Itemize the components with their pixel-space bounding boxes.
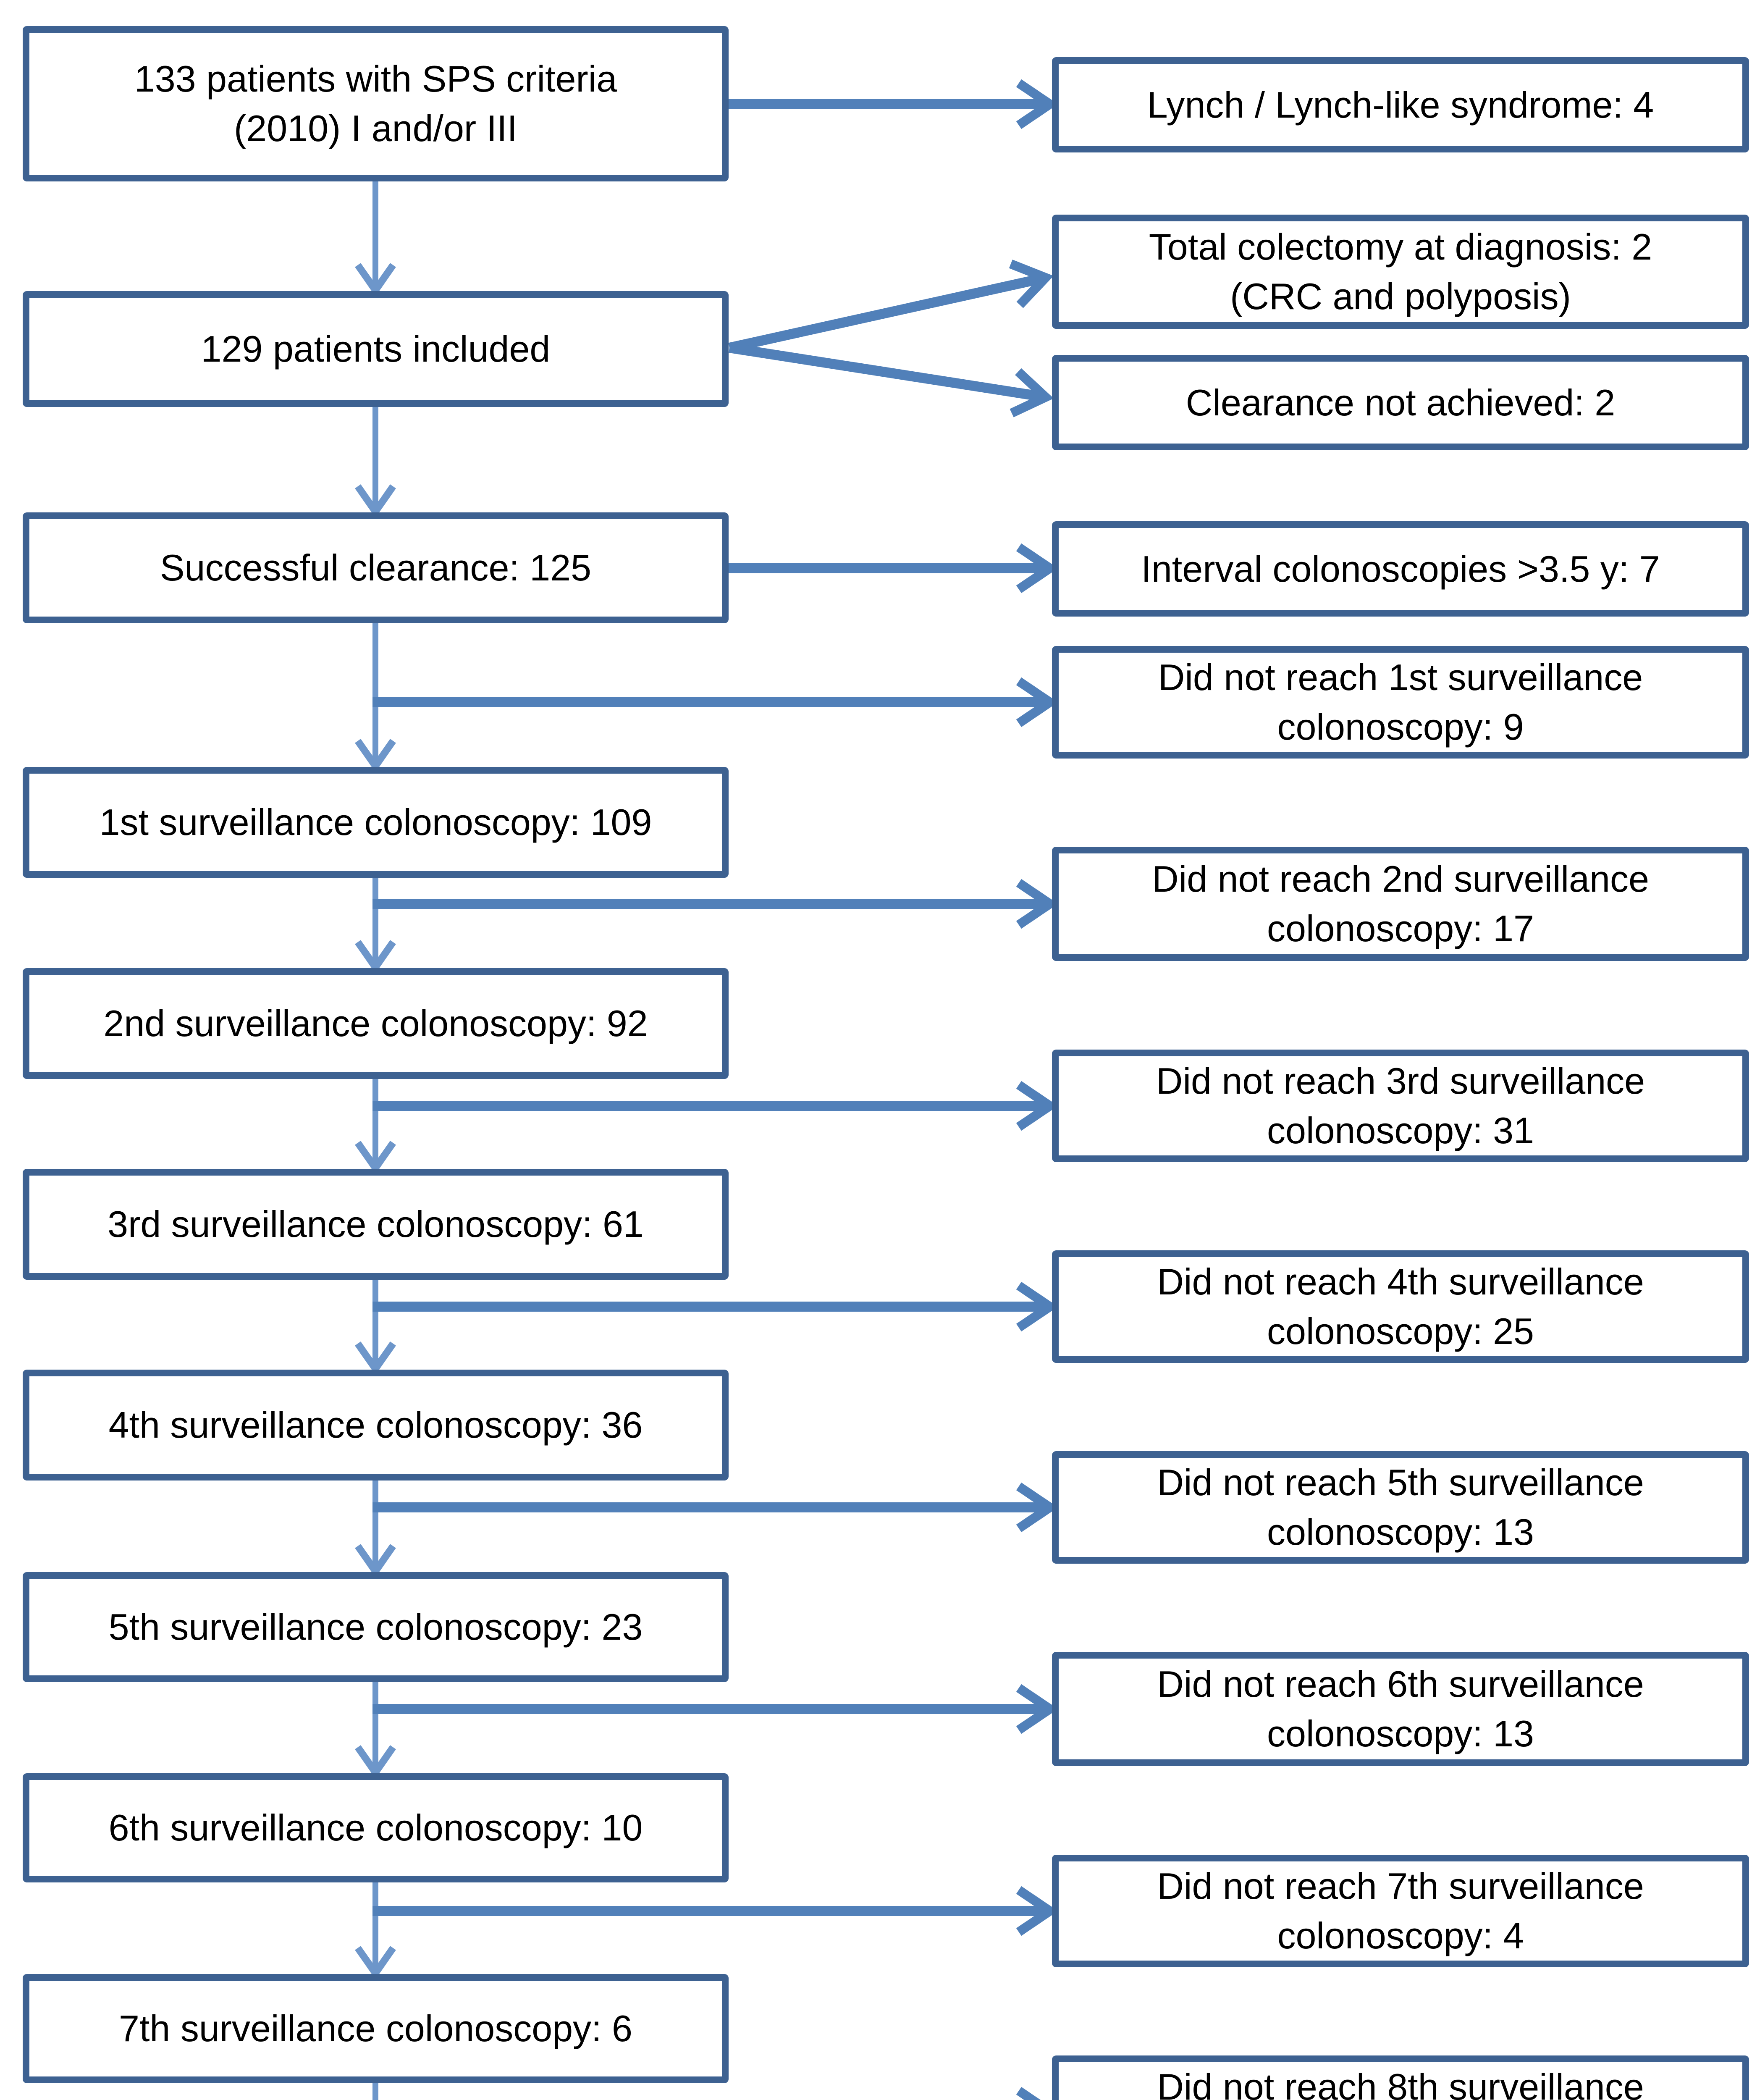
box-text: Did not reach 6th surveillance — [1157, 1663, 1644, 1705]
box-surveillance-5: 5th surveillance colonoscopy: 23 — [23, 1572, 729, 1682]
box-text: Did not reach 5th surveillance — [1157, 1462, 1644, 1503]
box-text: 129 patients included — [201, 328, 551, 370]
box-did-not-reach-4: Did not reach 4th surveillance colonosco… — [1052, 1250, 1749, 1363]
box-text: Did not reach 3rd surveillance — [1156, 1060, 1645, 1102]
box-total-colectomy: Total colectomy at diagnosis: 2 (CRC and… — [1052, 215, 1749, 329]
box-text: colonoscopy: 31 — [1267, 1110, 1534, 1151]
box-text: Lynch / Lynch-like syndrome: 4 — [1147, 84, 1654, 126]
box-text: (CRC and polyposis) — [1230, 276, 1571, 317]
box-text: Did not reach 2nd surveillance — [1152, 858, 1649, 900]
box-surveillance-2: 2nd surveillance colonoscopy: 92 — [23, 968, 729, 1079]
box-surveillance-6: 6th surveillance colonoscopy: 10 — [23, 1773, 729, 1882]
arrow-to-no-clearance — [729, 343, 1044, 397]
box-did-not-reach-7: Did not reach 7th surveillance colonosco… — [1052, 1855, 1749, 1967]
box-did-not-reach-2: Did not reach 2nd surveillance colonosco… — [1052, 847, 1749, 961]
box-interval-colonoscopies: Interval colonoscopies >3.5 y: 7 — [1052, 521, 1749, 617]
box-did-not-reach-8: Did not reach 8th surveillance colonosco… — [1052, 2055, 1749, 2100]
box-text: Total colectomy at diagnosis: 2 — [1149, 226, 1652, 268]
box-text: Clearance not achieved: 2 — [1185, 381, 1616, 423]
box-text: 2nd surveillance colonoscopy: 92 — [103, 1003, 648, 1044]
box-text: 5th surveillance colonoscopy: 23 — [108, 1606, 643, 1648]
box-clearance-not-achieved: Clearance not achieved: 2 — [1052, 355, 1749, 450]
box-text: 4th surveillance colonoscopy: 36 — [108, 1404, 643, 1446]
arrow-to-colectomy — [728, 278, 1044, 353]
box-text: 133 patients with SPS criteria — [134, 58, 617, 100]
box-text: (2010) I and/or III — [233, 108, 518, 149]
box-surveillance-1: 1st surveillance colonoscopy: 109 — [23, 767, 729, 878]
box-text: colonoscopy: 17 — [1267, 908, 1534, 949]
box-text: 3rd surveillance colonoscopy: 61 — [108, 1203, 644, 1245]
box-text: Did not reach 4th surveillance — [1157, 1261, 1644, 1302]
box-text: colonoscopy: 25 — [1267, 1310, 1534, 1352]
box-did-not-reach-3: Did not reach 3rd surveillance colonosco… — [1052, 1050, 1749, 1162]
box-text: Successful clearance: 125 — [160, 547, 592, 588]
box-text: colonoscopy: 13 — [1267, 1713, 1534, 1754]
box-text: colonoscopy: 13 — [1267, 1511, 1534, 1553]
box-successful-clearance: Successful clearance: 125 — [23, 512, 729, 623]
box-sps-criteria: 133 patients with SPS criteria (2010) I … — [23, 26, 729, 181]
box-patients-included: 129 patients included — [23, 291, 729, 407]
box-lynch-syndrome: Lynch / Lynch-like syndrome: 4 — [1052, 57, 1749, 152]
box-text: Did not reach 1st surveillance — [1158, 656, 1643, 698]
box-surveillance-3: 3rd surveillance colonoscopy: 61 — [23, 1169, 729, 1280]
box-did-not-reach-1: Did not reach 1st surveillance colonosco… — [1052, 646, 1749, 759]
box-text: colonoscopy: 4 — [1277, 1915, 1524, 1956]
box-text: 1st surveillance colonoscopy: 109 — [99, 801, 652, 843]
box-text: 6th surveillance colonoscopy: 10 — [108, 1807, 643, 1848]
box-text: Did not reach 7th surveillance — [1157, 1865, 1644, 1907]
box-surveillance-4: 4th surveillance colonoscopy: 36 — [23, 1370, 729, 1480]
box-text: colonoscopy: 9 — [1277, 706, 1524, 748]
box-did-not-reach-6: Did not reach 6th surveillance colonosco… — [1052, 1652, 1749, 1766]
box-text: Did not reach 8th surveillance — [1157, 2066, 1644, 2100]
box-surveillance-7: 7th surveillance colonoscopy: 6 — [23, 1974, 729, 2083]
box-text: 7th surveillance colonoscopy: 6 — [119, 2008, 632, 2049]
box-text: Interval colonoscopies >3.5 y: 7 — [1141, 548, 1660, 590]
box-did-not-reach-5: Did not reach 5th surveillance colonosco… — [1052, 1451, 1749, 1564]
